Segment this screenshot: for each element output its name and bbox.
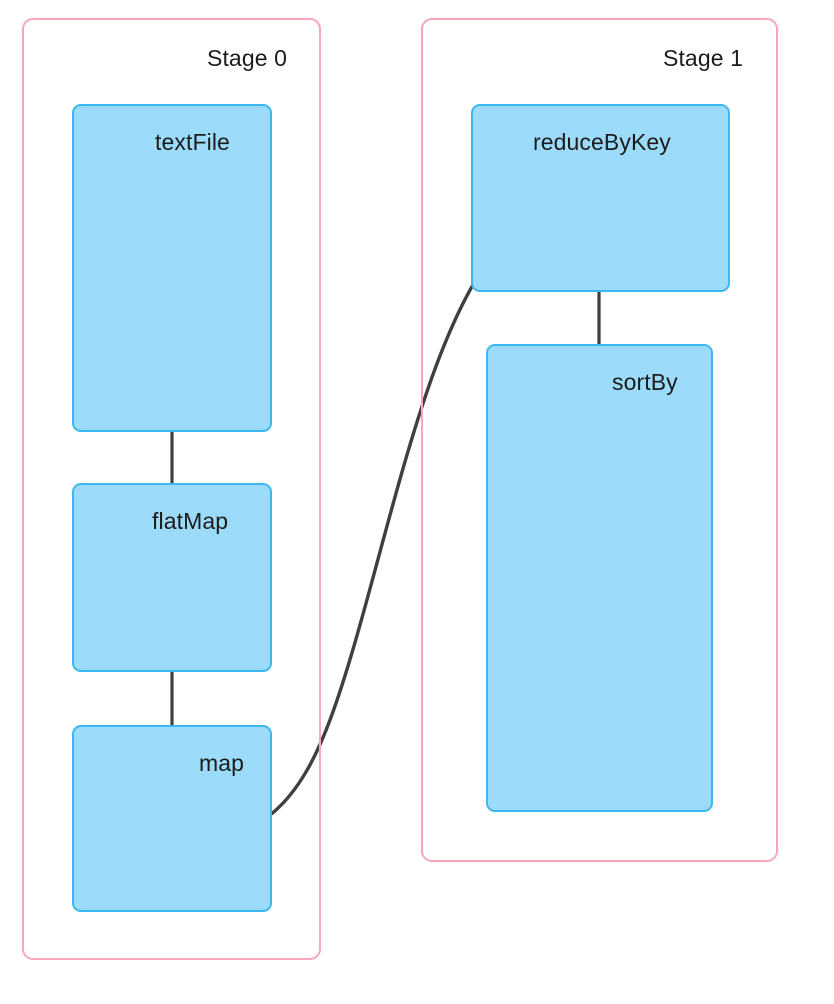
- rdd-box-map[interactable]: [72, 725, 272, 912]
- stage-container-1[interactable]: [421, 18, 778, 862]
- rdd-box-flatmap[interactable]: [72, 483, 272, 672]
- stage-label-0: Stage 0: [207, 45, 287, 71]
- rdd-label-textfile: textFile: [155, 129, 230, 155]
- stage-container-0[interactable]: [22, 18, 321, 960]
- rdd-box-sortby[interactable]: [486, 344, 713, 812]
- rdd-label-reducebykey: reduceByKey: [533, 129, 671, 155]
- stage-label-1: Stage 1: [663, 45, 743, 71]
- rdd-box-reducebykey[interactable]: [471, 104, 730, 292]
- rdd-box-textfile[interactable]: [72, 104, 272, 432]
- rdd-label-flatmap: flatMap: [152, 508, 229, 534]
- rdd-label-sortby: sortBy: [612, 369, 678, 395]
- rdd-label-map: map: [199, 750, 245, 776]
